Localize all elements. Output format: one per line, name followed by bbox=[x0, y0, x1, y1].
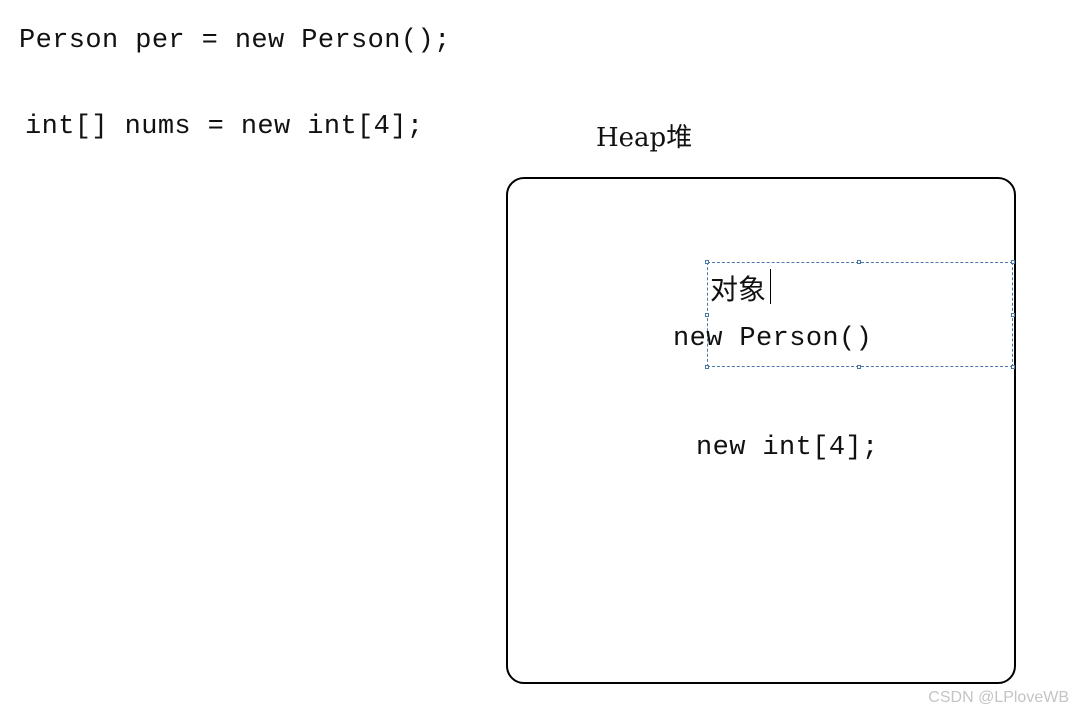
text-caret bbox=[770, 269, 771, 304]
resize-handle-top-middle[interactable] bbox=[857, 260, 861, 264]
watermark: CSDN @LPloveWB bbox=[928, 689, 1069, 706]
person-declaration-code: Person per = new Person(); bbox=[19, 26, 451, 56]
text-box-selection[interactable] bbox=[705, 260, 1015, 369]
resize-handle-middle-left[interactable] bbox=[705, 313, 709, 317]
resize-handle-middle-right[interactable] bbox=[1011, 313, 1015, 317]
heap-title: Heap堆 bbox=[596, 123, 693, 153]
resize-handle-top-right[interactable] bbox=[1011, 260, 1015, 264]
resize-handle-bottom-middle[interactable] bbox=[857, 365, 861, 369]
new-int-array-text: new int[4]; bbox=[696, 433, 879, 463]
resize-handle-bottom-left[interactable] bbox=[705, 365, 709, 369]
resize-handle-top-left[interactable] bbox=[705, 260, 709, 264]
new-person-text: new Person() bbox=[673, 324, 873, 354]
heap-box[interactable] bbox=[506, 177, 1016, 684]
array-declaration-code: int[] nums = new int[4]; bbox=[25, 112, 424, 142]
resize-handle-bottom-right[interactable] bbox=[1011, 365, 1015, 369]
object-label[interactable]: 对象 bbox=[710, 273, 767, 306]
